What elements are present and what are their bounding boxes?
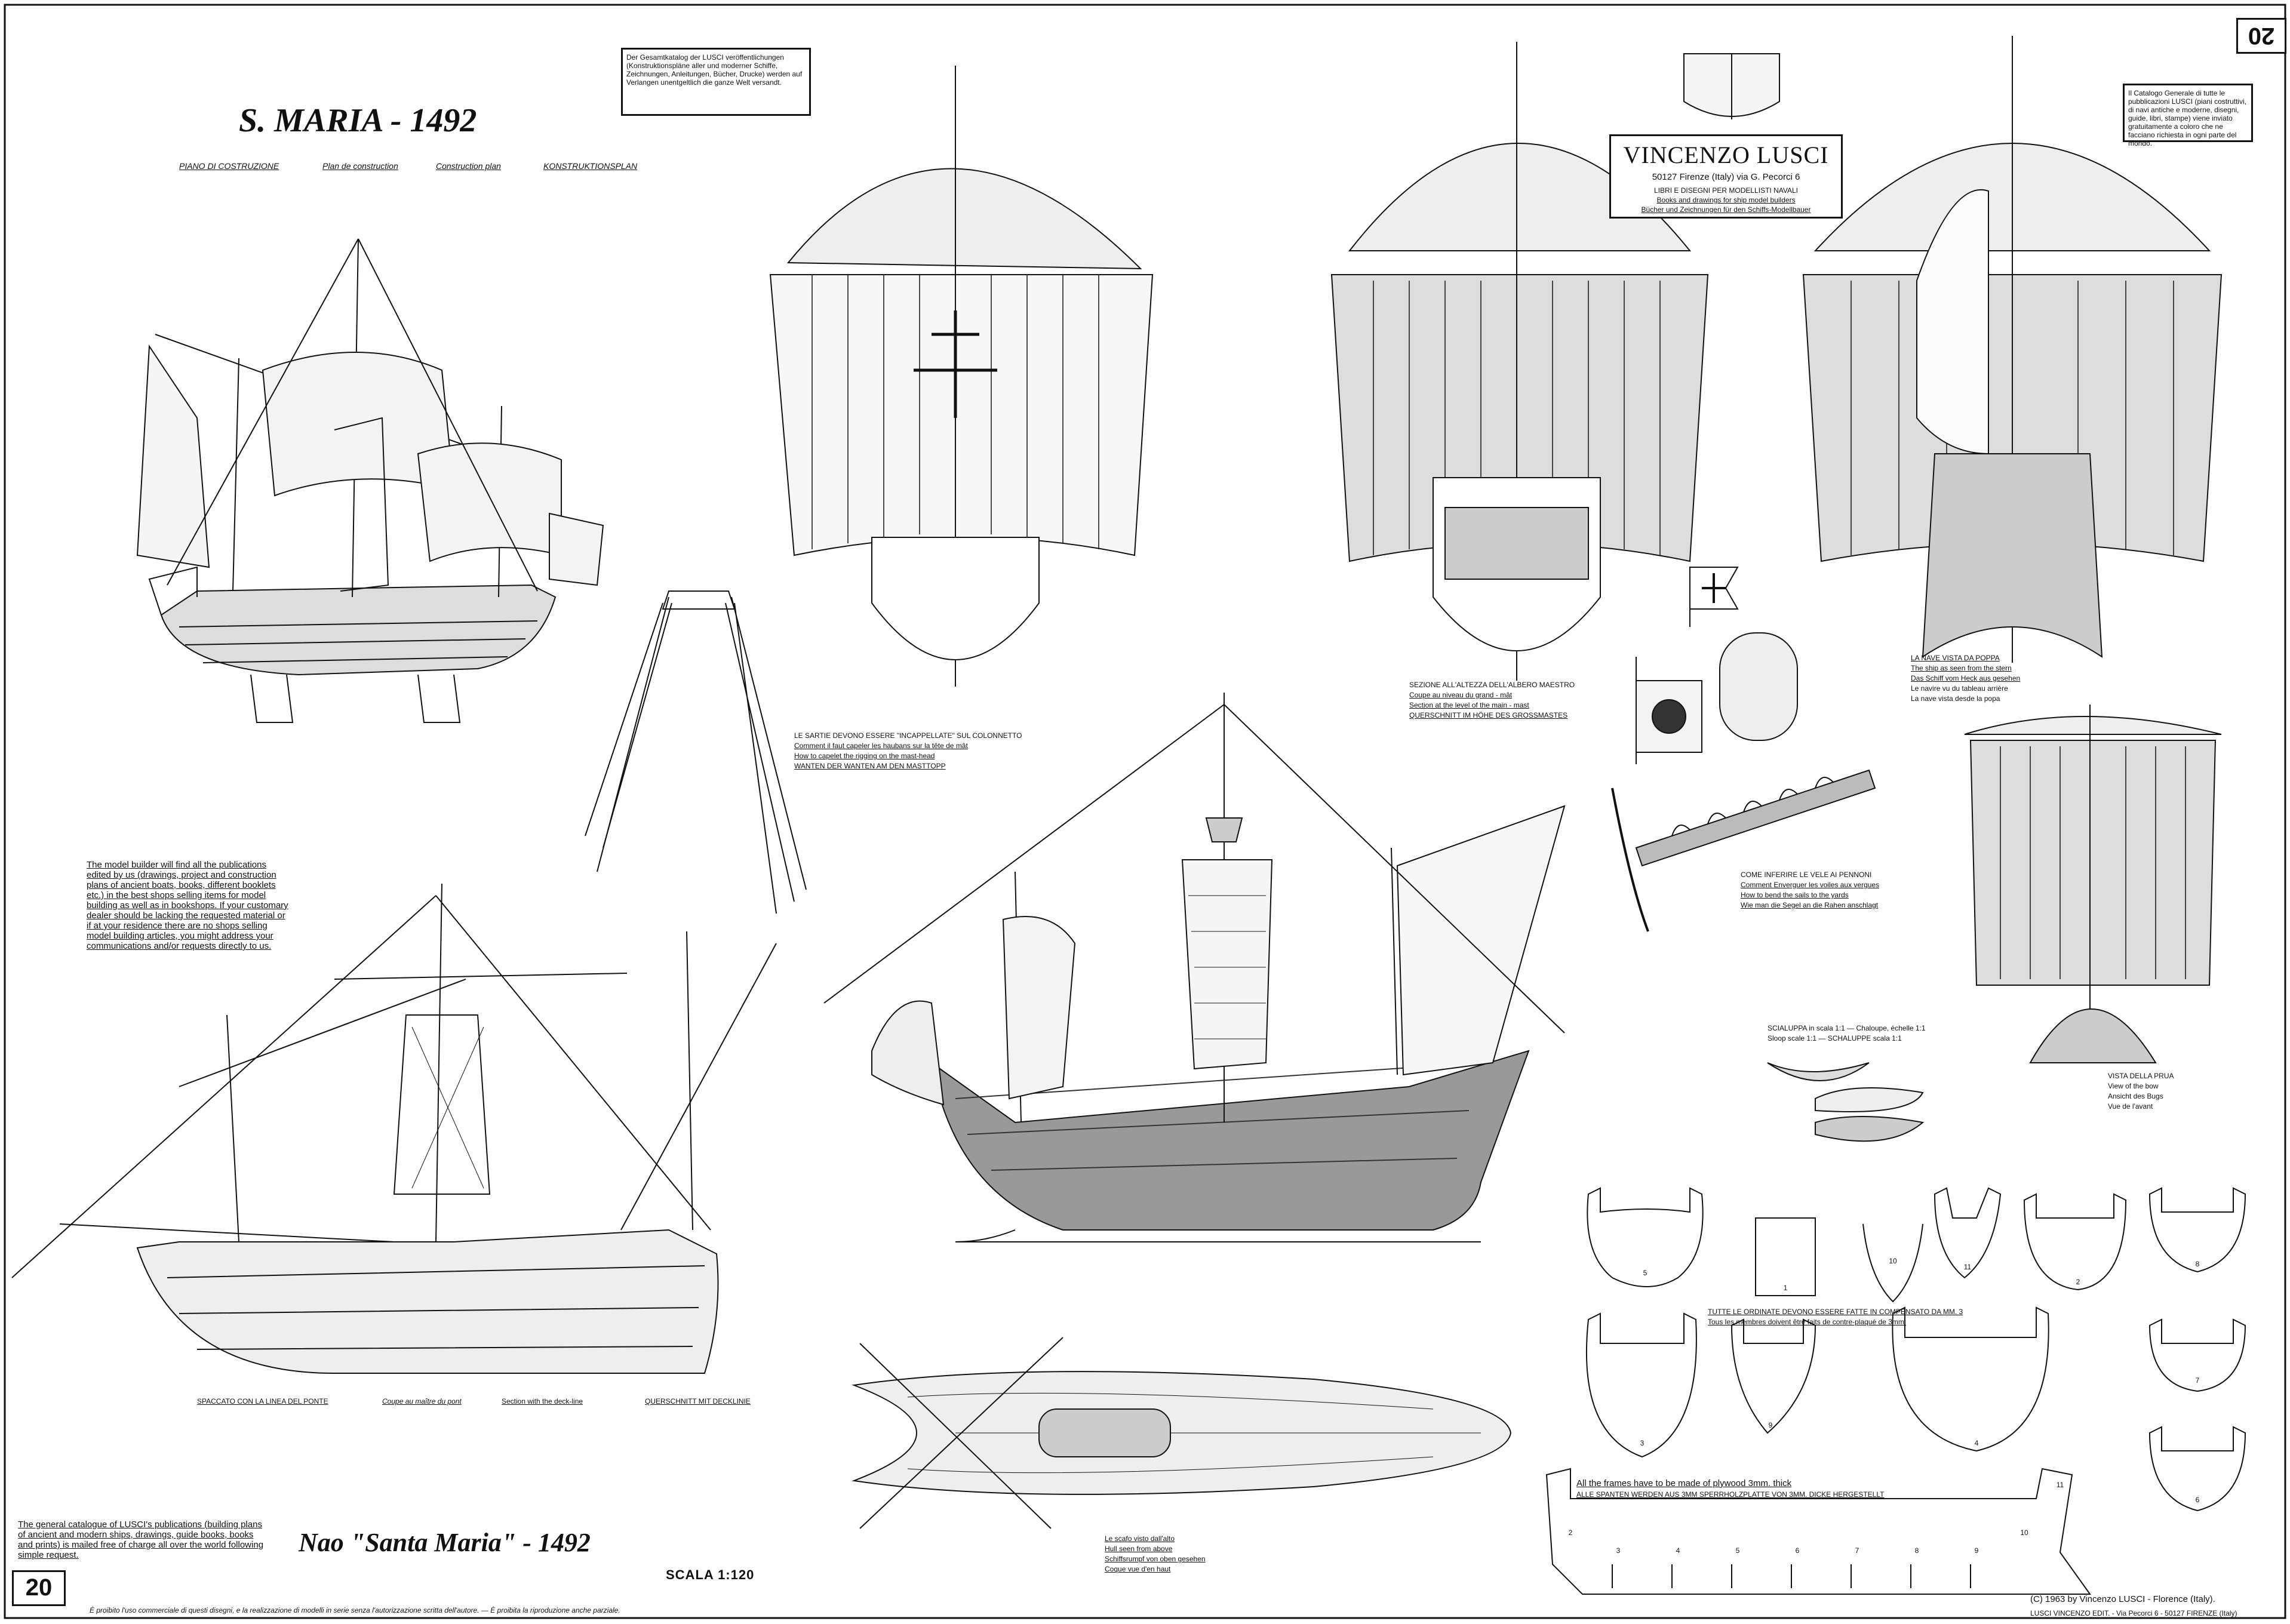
footer-note: È proibito l'uso commerciale di questi d…: [90, 1606, 620, 1614]
sheet-border: [4, 4, 2286, 1619]
plan-label-de: KONSTRUKTIONSPLAN: [543, 161, 638, 171]
plan-label-fr: Plan de construction: [322, 161, 398, 171]
view-label-de: QUERSCHNITT MIT DECKLINIE: [645, 1397, 751, 1405]
keel-number: 8: [1914, 1546, 1919, 1555]
frame-number: 5: [1643, 1269, 1647, 1277]
keel-number: 5: [1735, 1546, 1740, 1555]
copyright: (C) 1963 by Vincenzo LUSCI - Florence (I…: [2030, 1594, 2215, 1604]
keel-number: 7: [1855, 1546, 1859, 1555]
keel-number: 9: [1974, 1546, 1979, 1555]
publisher-address: 50127 Firenze (Italy) via G. Pecorci 6: [1652, 172, 1800, 182]
italian-catalogue-note: Il Catalogo Generale di tutte le pubblic…: [2123, 84, 2253, 147]
view-label-it: SPACCATO CON LA LINEA DEL PONTE: [197, 1397, 328, 1405]
imprint: LUSCI VINCENZO EDIT. - Via Pecorci 6 - 5…: [2030, 1609, 2237, 1617]
midship-section-drawing: [1330, 42, 1709, 681]
view-label-en: Section with the deck-line: [502, 1397, 583, 1405]
publisher-line-de: Bücher und Zeichnungen für den Schiffs-M…: [1641, 205, 1811, 214]
deck-label-fr: Coque vue d'en haut: [1105, 1565, 1171, 1573]
frame-templates-drawing: [1585, 1187, 2246, 1512]
bow-label-en: View of the bow: [2108, 1082, 2159, 1090]
coat-of-arms-icon: [1683, 53, 1780, 119]
deck-label-it: Le scafo visto dall'alto: [1105, 1534, 1175, 1543]
stern-label-es: La nave vista desde la popa: [1911, 694, 2000, 703]
sloop-label-2: Sloop scale 1:1 — SCHALUPPE scala 1:1: [1768, 1034, 1902, 1042]
front-view-sail-drawing: [769, 66, 1154, 687]
center-ship-drawing: [823, 693, 1649, 1242]
rigging-note-de: WANTEN DER WANTEN AM DEN MASTTOPP: [794, 762, 946, 770]
perspective-ship-drawing: [136, 238, 604, 723]
rigging-note-it: LE SARTIE DEVONO ESSERE "INCAPPELLATE" S…: [794, 731, 1022, 740]
frame-number: 3: [1640, 1439, 1645, 1447]
catalogue-note: The general catalogue of LUSCI's publica…: [18, 1520, 264, 1560]
frame-number: 10: [1889, 1257, 1897, 1265]
side-elevation-drawing: [11, 883, 777, 1374]
sloop-drawing: [1767, 1062, 1925, 1142]
stern-view-drawing: [1802, 36, 2223, 663]
keel-number: 3: [1616, 1546, 1621, 1555]
stern-label-en: The ship as seen from the stern: [1911, 664, 2012, 672]
bow-label-de: Ansicht des Bugs: [2108, 1092, 2163, 1100]
stern-label-de: Das Schiff vom Heck aus gesehen: [1911, 674, 2021, 682]
keel-number: 10: [2020, 1528, 2028, 1537]
bow-label-fr: Vue de l'avant: [2108, 1102, 2153, 1111]
sheet-number-box-bottom: 20: [12, 1570, 66, 1606]
frame-number: 11: [1963, 1263, 1972, 1271]
german-catalogue-note: Der Gesamtkatalog der LUSCI veröffentlic…: [621, 48, 811, 116]
section-label-fr: Coupe au niveau du grand - mât: [1409, 691, 1513, 699]
sheet-number-top: 20: [2248, 23, 2275, 49]
section-label-en: Section at the level of the main - mast: [1409, 701, 1529, 709]
deck-label-en: Hull seen from above: [1105, 1545, 1173, 1553]
flags-drawing: [1636, 567, 1798, 764]
frame-number: 2: [2076, 1278, 2080, 1286]
sheet-number-bottom: 20: [25, 1574, 53, 1601]
publisher-name: VINCENZO LUSCI: [1623, 142, 1829, 168]
yard-detail-drawing: [1635, 769, 1876, 867]
frames-note-it: TUTTE LE ORDINATE DEVONO ESSERE FATTE IN…: [1708, 1308, 1963, 1316]
plan-label-en: Construction plan: [436, 161, 501, 171]
ship-title: Nao "Santa Maria" - 1492: [299, 1528, 591, 1557]
bow-label-it: VISTA DELLA PRUA: [2108, 1072, 2174, 1080]
frame-number: 8: [2195, 1260, 2200, 1268]
frame-number: 4: [1974, 1439, 1979, 1447]
keel-number: 4: [1676, 1546, 1680, 1555]
frames-note-fr: Tous les membres doivent être faits de c…: [1708, 1318, 1907, 1326]
section-label-de: QUERSCHNITT IM HÖHE DES GROSSMASTES: [1409, 711, 1568, 719]
plan-label-it: PIANO DI COSTRUZIONE: [179, 161, 279, 171]
bow-view-drawing: [1964, 705, 2222, 1063]
frame-number: 9: [1768, 1421, 1773, 1429]
rigging-sketch-drawing: [585, 590, 807, 914]
deck-label-de: Schiffsrumpf von oben gesehen: [1105, 1555, 1206, 1563]
keel-number: 11: [2056, 1481, 2064, 1489]
page-title: S. MARIA - 1492: [239, 102, 477, 139]
keel-template-drawing: [1545, 1468, 2091, 1595]
yard-label-en: How to bend the sails to the yards: [1741, 891, 1849, 899]
plywood-note-en: All the frames have to be made of plywoo…: [1576, 1478, 1792, 1488]
publisher-line-it: LIBRI E DISEGNI PER MODELLISTI NAVALI: [1654, 186, 1798, 195]
stern-label-fr: Le navire vu du tableau arrière: [1911, 684, 2008, 693]
frame-number: 7: [2195, 1376, 2200, 1385]
keel-number: 6: [1795, 1546, 1800, 1555]
rigging-note-en: How to capelet the rigging on the mast-h…: [794, 752, 935, 760]
scale-label: SCALA 1:120: [666, 1567, 755, 1582]
frame-number: 6: [2195, 1496, 2200, 1504]
stern-label-it: LA NAVE VISTA DA POPPA: [1911, 654, 2000, 662]
view-label-fr: Coupe au maître du pont: [382, 1397, 462, 1405]
english-dealer-note: The model builder will find all the publ…: [87, 860, 288, 951]
publisher-line-en: Books and drawings for ship model builde…: [1656, 196, 1796, 204]
section-label-it: SEZIONE ALL'ALTEZZA DELL'ALBERO MAESTRO: [1409, 681, 1575, 689]
deck-plan-drawing: [852, 1337, 1512, 1529]
yard-label-it: COME INFERIRE LE VELE AI PENNONI: [1741, 871, 1872, 879]
yard-label-fr: Comment Enverguer les voiles aux vergues: [1741, 881, 1880, 889]
sloop-label-1: SCIALUPPA in scala 1:1 — Chaloupe, échel…: [1768, 1024, 1926, 1032]
frame-number: 1: [1783, 1284, 1788, 1292]
rigging-note-fr: Comment il faut capeler les haubans sur …: [794, 742, 968, 750]
keel-number: 2: [1568, 1528, 1573, 1537]
yard-label-de: Wie man die Segel an die Rahen anschlagt: [1741, 901, 1879, 909]
plywood-note-de: ALLE SPANTEN WERDEN AUS 3MM SPERRHOLZPLA…: [1576, 1490, 1885, 1499]
publisher-box: VINCENZO LUSCI 50127 Firenze (Italy) via…: [1609, 134, 1843, 219]
sheet-number-box-top: 20: [2236, 18, 2286, 54]
